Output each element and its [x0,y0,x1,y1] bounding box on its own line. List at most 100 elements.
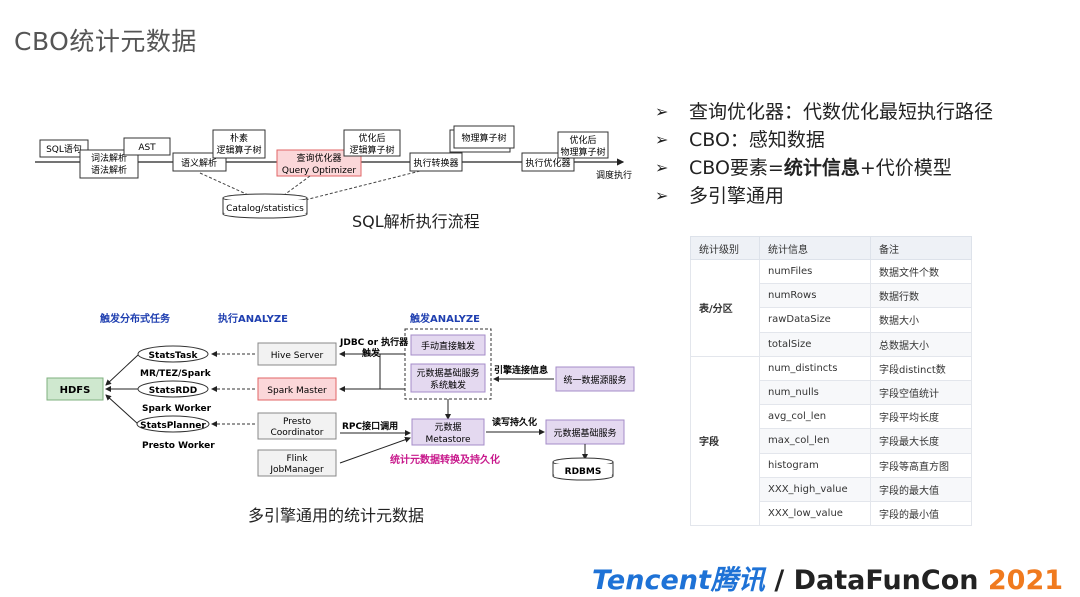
catalog-label: Catalog/statistics [226,204,304,214]
datafuncon-logo: DataFunCon [793,565,988,596]
manual-label: 手动直接触发 [421,340,475,352]
bullet-item: ➢CBO要素=统计信息+代价模型 [655,154,993,182]
stat-note-cell: 字段distinct数 [870,355,972,381]
stat-note-cell: 字段的最小值 [870,500,972,527]
stat-name-cell: num_nulls [759,379,871,406]
stat-name-cell: histogram [759,452,871,478]
engine-flink: Flink JobManager [257,449,337,477]
physical-label: 物理算子树 [461,132,506,144]
exec-optimizer-label: 执行优化器 [525,157,570,169]
manual-trigger-box: 手动直接触发 [410,334,486,356]
lexer-label-2: 语法解析 [91,164,127,176]
ast-label: AST [138,143,156,153]
engine-spark-master: Spark Master [257,377,337,401]
unified-datasource-box: 统一数据源服务 [555,366,635,392]
bullet-item: ➢查询优化器：代数优化最短执行路径 [655,98,993,126]
svg-text:Coordinator: Coordinator [270,428,323,438]
task-name: StatsTask [149,351,199,361]
jdbc-label-1: JDBC or 执行器 [339,336,409,348]
stat-level-cell: 表/分区 [690,259,760,357]
stat-note-cell: 字段最大长度 [870,428,972,454]
task-stats-planner: StatsPlanner Presto Worker [136,415,215,451]
physical-tree-box: 物理算子树 [449,125,515,153]
svg-text:Flink: Flink [286,454,308,464]
page-title: CBO统计元数据 [14,27,197,56]
stat-note-cell: 字段的最大值 [870,476,972,502]
rpc-label: RPC接口调用 [342,420,398,432]
col-level: 统计级别 [690,236,760,260]
opt-physical-label-1: 优化后 [569,134,596,146]
arrow-bullet-icon: ➢ [655,186,669,205]
persist-label: 读写持久化 [492,416,537,428]
task-worker-label: Presto Worker [142,441,215,451]
hdfs-label: HDFS [60,385,91,396]
sql-box: SQL语句 [39,139,89,158]
engine-label: Hive Server [271,351,324,361]
stat-name-cell: XXX_low_value [759,500,871,527]
metastore-box: 元数据 Metastore [411,418,485,446]
stat-level-cell: 字段 [690,355,760,527]
stat-name-cell: num_distincts [759,355,871,381]
table-header-row: 统计级别 统计信息 备注 [690,236,972,260]
opt-physical-box: 优化后 物理算子树 [557,131,609,159]
task-worker-label: Spark Worker [142,404,212,414]
stat-name-cell: avg_col_len [759,404,871,430]
opt-logical-label-2: 逻辑算子树 [349,144,394,156]
converter-box: 执行转换器 [409,152,463,172]
schedule-label: 调度执行 [596,169,632,181]
logical-label-1: 朴素 [230,132,248,144]
task-name: StatsPlanner [140,421,206,431]
ast-box: AST [123,137,171,156]
optimizer-label-2: Query Optimizer [282,166,357,176]
stat-note-cell: 字段平均长度 [870,404,972,430]
engine-label: Spark Master [267,386,327,396]
metastore-label-2: Metastore [425,435,471,445]
arrow-bullet-icon: ➢ [655,102,669,121]
engine-hive-server: Hive Server [257,342,337,366]
base-service-box: 元数据基础服务 [545,419,625,445]
header-exec: 执行ANALYZE [218,312,288,325]
hdfs-box: HDFS [46,377,104,401]
stat-note-cell: 数据文件个数 [870,258,972,285]
lexer-label-1: 词法解析 [91,152,127,164]
logical-tree-box: 朴素 逻辑算子树 [212,129,266,159]
metastore-label-1: 元数据 [434,421,461,433]
auto-label-1: 元数据基础服务 [416,367,479,379]
stat-note-cell: 字段等高直方图 [870,452,972,478]
col-stat: 统计信息 [759,236,871,260]
flow-caption: SQL解析执行流程 [352,212,480,231]
stat-name-cell: rawDataSize [759,307,871,333]
footer-logo: Tencent腾讯 / DataFunCon 2021 [592,565,1064,596]
task-stats-task: StatsTask MR/TEZ/Spark [137,345,212,379]
header-dist: 触发分布式任务 [99,312,171,325]
arch-diagram: 触发分布式任务 执行ANALYZE 触发ANALYZE HDFS StatsTa… [46,312,635,481]
unified-label: 统一数据源服务 [563,374,626,386]
stat-name-cell: max_col_len [759,428,871,454]
task-worker-label: MR/TEZ/Spark [140,369,212,379]
col-note: 备注 [870,236,972,260]
opt-logical-box: 优化后 逻辑算子树 [343,129,401,157]
svg-text:Presto: Presto [283,417,312,427]
stat-note-cell: 总数据大小 [870,331,972,357]
stat-note-cell: 字段空值统计 [870,379,972,406]
logical-label-2: 逻辑算子树 [216,144,261,156]
svg-text:JobManager: JobManager [269,465,324,475]
trigger-group [404,328,492,400]
sql-label: SQL语句 [46,143,82,155]
rdbms-label: RDBMS [565,467,602,477]
convert-label: 统计元数据转换及持久化 [390,453,500,466]
auto-label-2: 系统触发 [430,379,466,391]
stat-name-cell: totalSize [759,331,871,357]
header-trigger: 触发ANALYZE [409,312,480,325]
tencent-logo: Tencent腾讯 [592,565,765,596]
stat-note-cell: 数据大小 [870,307,972,333]
engine-presto: Presto Coordinator [257,412,337,440]
